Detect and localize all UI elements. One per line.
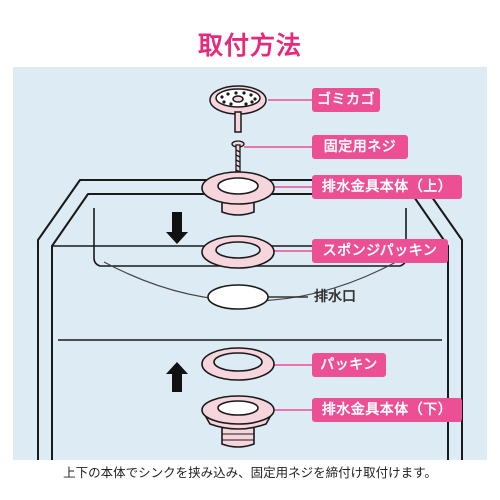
label-packing: パッキン bbox=[312, 353, 386, 377]
packing-part bbox=[201, 347, 275, 381]
label-drain-hole: 排水口 bbox=[314, 289, 356, 305]
instruction-caption: 上下の本体でシンクを挟み込み、固定用ネジを締付け取付けます。 bbox=[63, 465, 437, 480]
lower-body-part bbox=[201, 395, 275, 448]
sponge-packing-part bbox=[201, 235, 275, 269]
page-title: 取付方法 bbox=[197, 31, 302, 60]
drain-hole bbox=[207, 284, 269, 310]
upper-body-part bbox=[201, 171, 275, 216]
screw-part bbox=[231, 140, 245, 184]
label-gomikago: ゴミカゴ bbox=[312, 88, 380, 112]
down-arrow bbox=[166, 212, 188, 244]
up-arrow bbox=[166, 362, 188, 392]
leader-lines bbox=[244, 99, 312, 411]
gomikago-part bbox=[209, 85, 267, 133]
label-lower-body: 排水金具本体（下） bbox=[312, 398, 462, 422]
label-upper-body: 排水金具本体（上） bbox=[312, 175, 462, 199]
label-screw: 固定用ネジ bbox=[312, 135, 408, 159]
label-sponge-packing: スポンジパッキン bbox=[312, 239, 448, 263]
